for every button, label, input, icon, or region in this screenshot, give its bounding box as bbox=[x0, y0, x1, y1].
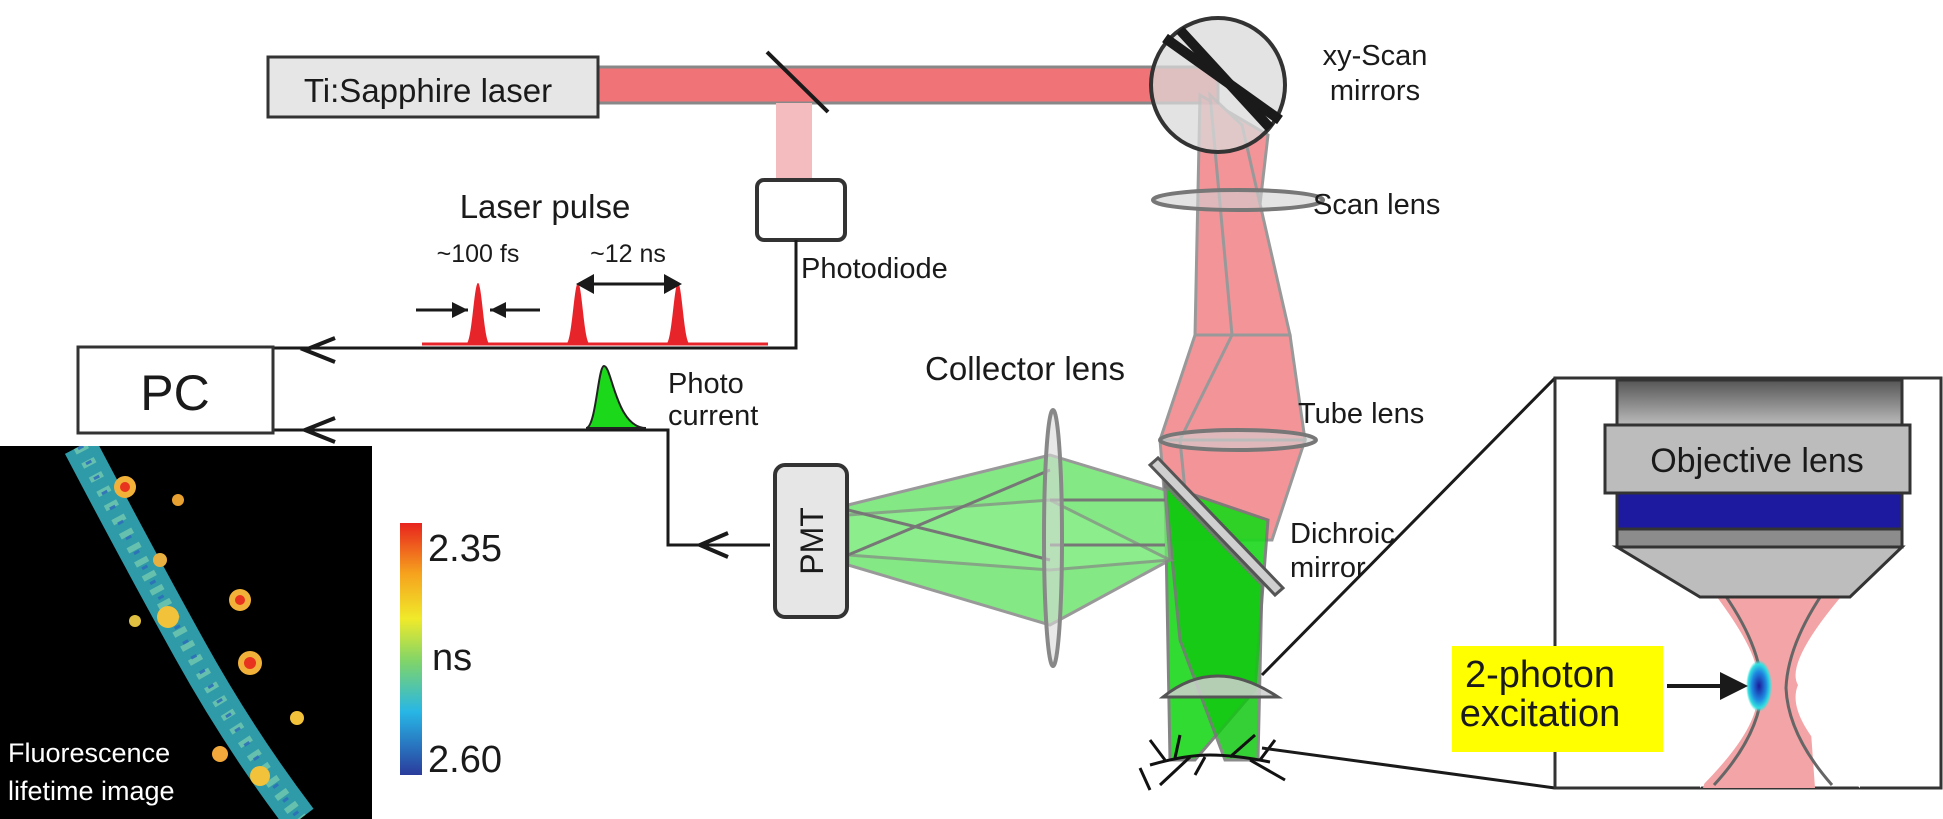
photo-current-label-1: Photo bbox=[668, 368, 744, 400]
excitation-callout: 2-photon excitation bbox=[1452, 646, 1748, 752]
photo-current: Photo current bbox=[585, 364, 758, 432]
laser-pulse-label: Laser pulse bbox=[460, 188, 631, 225]
scan-mirrors-label-2: mirrors bbox=[1330, 75, 1420, 107]
arrowheads bbox=[299, 336, 729, 559]
colorbar-bottom-label: 2.60 bbox=[428, 739, 502, 781]
scan-mirrors-label-1: xy-Scan bbox=[1323, 40, 1428, 72]
colorbar-unit-label: ns bbox=[432, 637, 472, 679]
scan-beams bbox=[1157, 91, 1308, 542]
zoom-lines bbox=[1260, 376, 1557, 790]
excitation-label-1: 2-photon bbox=[1465, 654, 1615, 696]
dichroic-label-1: Dichroic bbox=[1290, 518, 1395, 550]
flim-image: Fluorescence lifetime image bbox=[0, 446, 372, 819]
objective-inset: Objective lens bbox=[1553, 376, 1943, 790]
tube-lens: Tube lens bbox=[1158, 398, 1424, 452]
collector-lens: Collector lens bbox=[925, 350, 1125, 668]
colorbar-top-label: 2.35 bbox=[428, 528, 502, 570]
laser-pulse-train: Laser pulse ~100 fs ~12 ns bbox=[416, 188, 768, 346]
sample-neuron bbox=[1138, 733, 1286, 791]
objective-lens-label: Objective lens bbox=[1650, 442, 1864, 480]
laser-beam bbox=[596, 65, 1220, 181]
lifetime-colorbar: 2.35 ns 2.60 bbox=[400, 523, 502, 781]
dichroic-mirror: Dichroic mirror bbox=[1147, 455, 1395, 598]
tube-lens-label: Tube lens bbox=[1298, 398, 1424, 430]
pc-label: PC bbox=[140, 365, 209, 421]
flim-label-1: Fluorescence bbox=[8, 738, 170, 768]
photodiode: Photodiode bbox=[755, 178, 948, 285]
photo-current-label-2: current bbox=[668, 400, 758, 432]
excitation-label-2: excitation bbox=[1460, 693, 1621, 735]
pulse-width-label: ~100 fs bbox=[437, 240, 520, 268]
pmt: PMT bbox=[773, 463, 849, 619]
signal-lines bbox=[273, 240, 798, 547]
scan-mirrors: xy-Scan mirrors bbox=[1149, 16, 1428, 154]
beam-splitter bbox=[765, 50, 830, 114]
laser-label: Ti:Sapphire laser bbox=[304, 72, 552, 109]
scan-lens: Scan lens bbox=[1151, 188, 1440, 221]
objective-small bbox=[1158, 674, 1283, 699]
flim-label-2: lifetime image bbox=[8, 776, 175, 806]
laser-source: Ti:Sapphire laser bbox=[266, 55, 600, 119]
pc-box: PC bbox=[76, 345, 275, 435]
pmt-label: PMT bbox=[794, 507, 830, 575]
dichroic-label-2: mirror bbox=[1290, 552, 1366, 584]
pulse-period-label: ~12 ns bbox=[590, 240, 666, 268]
scan-lens-label: Scan lens bbox=[1313, 189, 1440, 221]
collector-lens-label: Collector lens bbox=[925, 350, 1125, 387]
photodiode-label: Photodiode bbox=[801, 253, 948, 285]
